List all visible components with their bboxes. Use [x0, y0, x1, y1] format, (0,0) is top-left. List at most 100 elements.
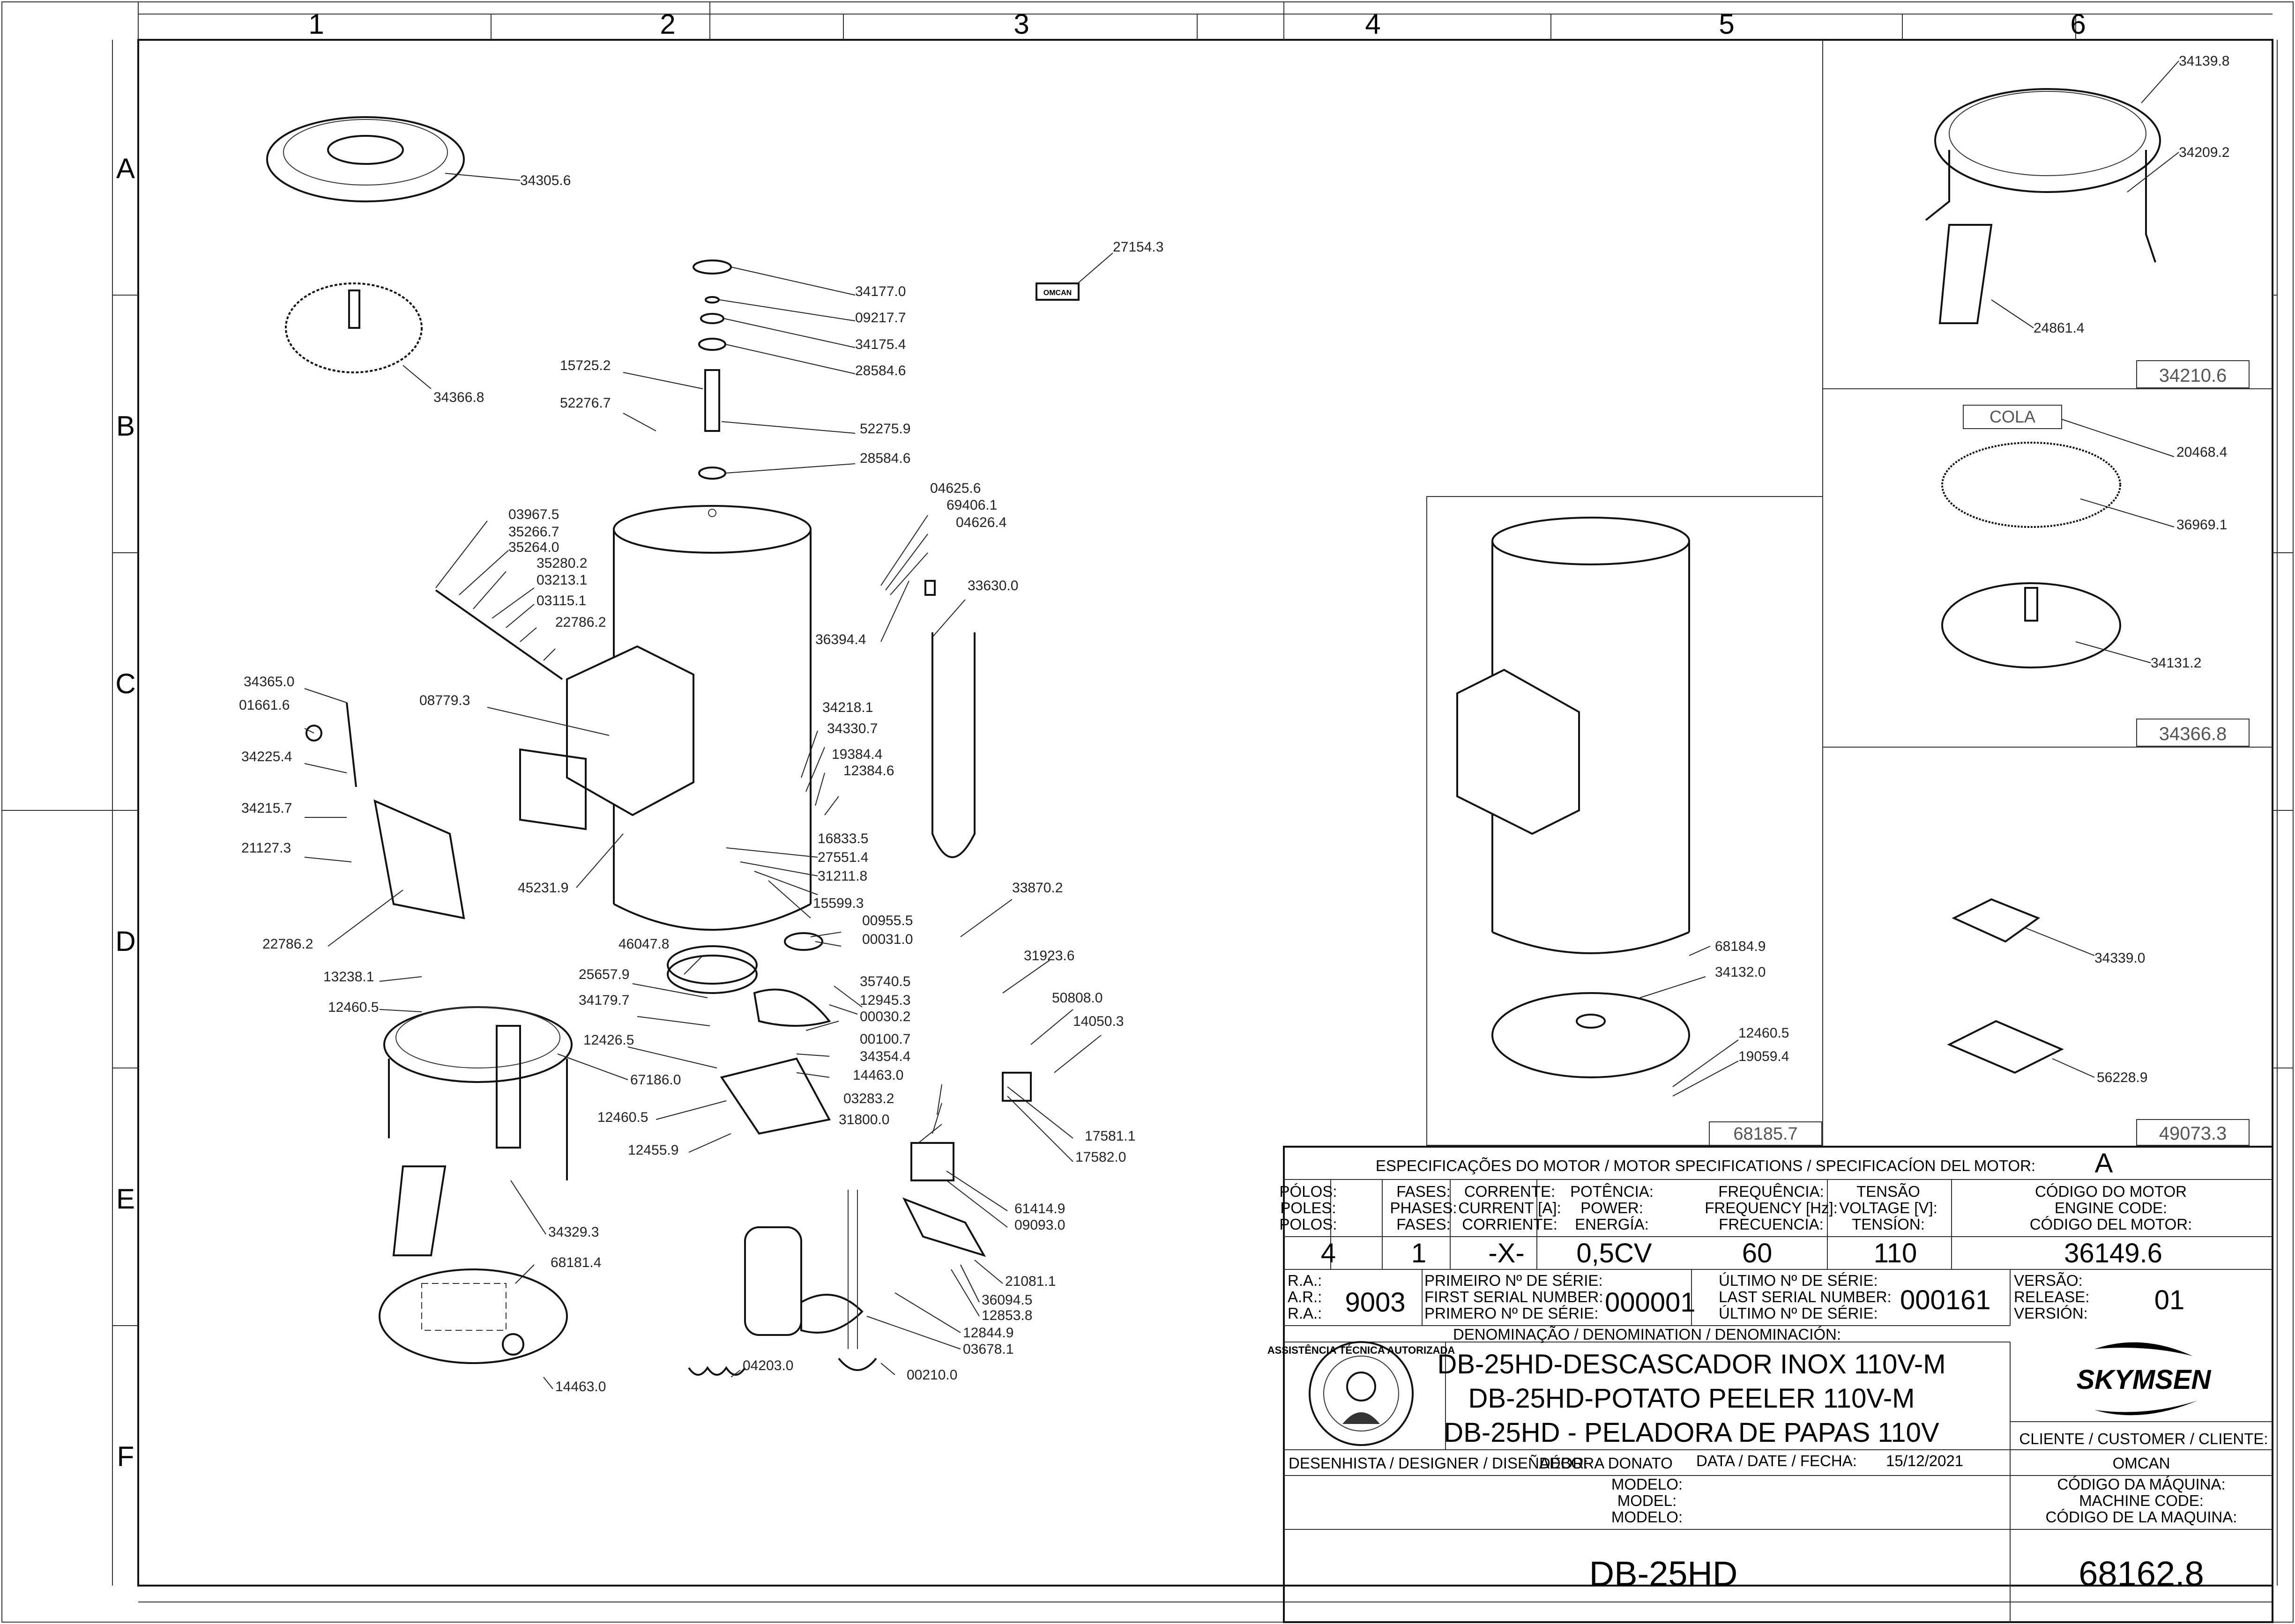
callout-label: 00210.0 [907, 1367, 957, 1383]
model-label-en: MODEL: [1617, 1492, 1677, 1509]
shaft-stack-part [693, 260, 732, 480]
skymsen-logo: SKYMSEN [2077, 1342, 2212, 1416]
callout-label: 34179.7 [579, 993, 629, 1008]
machine-code-label-pt: CÓDIGO DA MÁQUINA: [2057, 1476, 2225, 1493]
motor-spec-version: A [2095, 1148, 2113, 1179]
callout-label: 34225.4 [241, 749, 292, 764]
chute-part [519, 645, 694, 831]
date-label: DATA / DATE / FECHA: [1696, 1452, 1857, 1469]
springs-part [688, 1357, 877, 1376]
voltage-label-pt: TENSÃO [1856, 1183, 1920, 1200]
current-label-pt: CORRENTE: [1464, 1183, 1555, 1200]
callout-label: 19384.4 [832, 747, 882, 762]
brand-name: SKYMSEN [2077, 1364, 2212, 1395]
poles-label-en: POLES: [1280, 1199, 1336, 1216]
customer-value: OMCAN [2113, 1454, 2170, 1472]
voltage-label-es: TENSÍON: [1852, 1216, 1925, 1233]
frequency-label-en: FREQUENCY [Hz]: [1705, 1199, 1838, 1216]
base-frame-part [383, 1006, 573, 1256]
seal-lettering: ASSISTÊNCIA TÉCNICA AUTORIZADA [1267, 1344, 1455, 1356]
callout-label: 35266.7 [508, 524, 559, 540]
grid-row-d: D [115, 926, 135, 957]
callout-label: 22786.2 [262, 936, 313, 952]
first-serial-label-es: PRIMERO Nº DE SÉRIE: [1424, 1305, 1598, 1322]
grid-row-e: E [116, 1183, 135, 1215]
designer-label: DESENHISTA / DESIGNER / DISEÑADOR: [1289, 1454, 1588, 1472]
callout-label: 12945.3 [860, 993, 910, 1008]
machine-code-label-en: MACHINE CODE: [2079, 1492, 2204, 1509]
denomination-label: DENOMINAÇÃO / DENOMINATION / DENOMINACIÓ… [1453, 1326, 1841, 1343]
callout-label: 45231.9 [518, 880, 568, 896]
current-value: -X- [1488, 1238, 1524, 1268]
engine-code-label-en: ENGINE CODE: [2055, 1199, 2167, 1216]
callout-label: 28584.6 [855, 363, 906, 378]
release-label-pt: VERSÃO: [2014, 1272, 2083, 1289]
frequency-value: 60 [1742, 1238, 1773, 1268]
callout-label: 21081.1 [1005, 1274, 1056, 1289]
grid-column-2: 2 [660, 8, 675, 40]
engine-code-label-pt: CÓDIGO DO MOTOR [2035, 1183, 2187, 1200]
callout-label: 31800.0 [839, 1112, 889, 1127]
model-label-es: MODELO: [1611, 1508, 1683, 1526]
callout-label: 68181.4 [551, 1255, 601, 1270]
subassembly-reference-top: 34210.6 [2159, 365, 2227, 386]
callout-label: 68184.9 [1715, 939, 1766, 954]
callout-label: 13238.1 [323, 969, 374, 985]
callout-label: 34365.0 [244, 674, 294, 690]
authorized-service-seal: ASSISTÊNCIA TÉCNICA AUTORIZADA [1267, 1341, 1455, 1446]
machine-code-value: 68162.8 [2079, 1554, 2204, 1593]
callout-label: 67186.0 [630, 1072, 681, 1088]
last-serial-value: 000161 [1900, 1285, 1991, 1315]
phases-label-es: FASES: [1396, 1216, 1451, 1233]
power-label-en: POWER: [1580, 1199, 1643, 1216]
machine-code-label-es: CÓDIGO DE LA MAQUINA: [2046, 1508, 2237, 1526]
abrasive-disc-part [285, 282, 423, 373]
release-label-es: VERSIÓN: [2014, 1305, 2088, 1322]
frequency-label-es: FRECUENCIA: [1719, 1216, 1824, 1233]
denomination-es: DB-25HD - PELADORA DE PAPAS 110V [1444, 1417, 1939, 1448]
callout-label: 35740.5 [860, 974, 910, 989]
power-value: 0,5CV [1576, 1238, 1652, 1268]
engine-code-value: 36149.6 [2064, 1238, 2162, 1268]
grid-column-1: 1 [308, 8, 324, 40]
voltage-value: 110 [1874, 1238, 1917, 1268]
callout-label: 12460.5 [597, 1110, 648, 1125]
callout-label: 03213.1 [536, 572, 587, 588]
main-assembly-parts: OMCAN [266, 116, 1080, 1376]
callout-label: 12460.5 [328, 1000, 379, 1015]
callout-label: 00030.2 [860, 1009, 910, 1024]
voltage-label-en: VOLTAGE [V]: [1839, 1199, 1937, 1216]
poles-value: 4 [1321, 1238, 1336, 1268]
grid-column-6: 6 [2070, 8, 2086, 40]
callout-label: 46047.8 [618, 936, 669, 952]
subassembly-reference-bottom: 49073.3 [2159, 1123, 2227, 1144]
ra-label-es: R.A.: [1288, 1305, 1322, 1322]
callout-label: 34339.0 [2094, 950, 2145, 966]
ra-value: 9003 [1345, 1287, 1405, 1318]
grid-column-5: 5 [1719, 8, 1734, 40]
power-label-es: ENERGÍA: [1575, 1216, 1649, 1233]
callout-label: 34177.0 [855, 284, 906, 299]
engine-code-label-es: CÓDIGO DEL MOTOR: [2030, 1216, 2192, 1233]
callout-label: 17581.1 [1085, 1128, 1135, 1144]
designer-value: DÉBORA DONATO [1539, 1454, 1673, 1472]
callout-leaders [304, 173, 1113, 1389]
callout-label: 21127.3 [241, 840, 291, 856]
callout-label: 09217.7 [855, 310, 906, 326]
callout-label: 00031.0 [862, 932, 913, 947]
callout-label: 00100.7 [860, 1031, 910, 1047]
callout-label: 03678.1 [963, 1342, 1013, 1357]
callout-label: 36394.4 [815, 632, 866, 647]
callout-label: 27154.3 [1113, 239, 1163, 255]
grid-column-3: 3 [1013, 8, 1029, 40]
callout-label: 12455.9 [628, 1142, 678, 1158]
callout-label: 08779.3 [419, 693, 470, 708]
callout-labels: 34305.6 34366.8 34177.0 09217.7 34175.4 … [239, 173, 1163, 1394]
grid-column-4: 4 [1365, 8, 1380, 40]
ra-label-en: A.R.: [1288, 1288, 1322, 1305]
callout-label: 52275.9 [860, 421, 910, 437]
callout-label: 36094.5 [982, 1292, 1032, 1308]
release-value: 01 [2154, 1285, 2185, 1315]
callout-label: 12426.5 [583, 1032, 634, 1048]
